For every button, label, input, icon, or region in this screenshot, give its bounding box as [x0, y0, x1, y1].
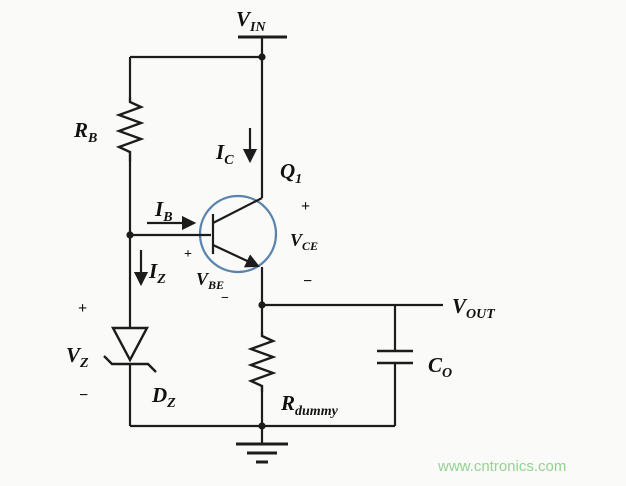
ib-label: IB	[154, 197, 173, 225]
vz-minus-sign: −	[79, 387, 88, 404]
q1-label: Q1	[280, 159, 302, 187]
vz-plus-sign: +	[78, 300, 87, 317]
output-branch: VOUT	[262, 294, 496, 322]
junction-dots	[126, 53, 266, 430]
junction-dot-base	[126, 231, 134, 239]
collector-branch: IC	[215, 57, 264, 198]
ic-label: IC	[215, 140, 234, 168]
junction-dot-ground	[258, 422, 266, 430]
capacitor-branch: CO	[377, 305, 452, 426]
junction-dot-output	[258, 301, 266, 309]
resistor-rdummy	[247, 332, 277, 392]
watermark-text: www.cntronics.com	[437, 458, 566, 475]
transistor-q1: Q1 + VCE − + VBE −	[184, 159, 318, 306]
vbe-label: VBE	[196, 269, 224, 292]
rdummy-label: Rdummy	[280, 391, 339, 419]
rdummy-branch: Rdummy	[247, 305, 339, 426]
rb-branch: RB	[73, 55, 262, 235]
transistor-collector-lead	[212, 197, 263, 224]
zener-diode-triangle	[111, 326, 149, 363]
rb-label: RB	[73, 118, 97, 146]
vbe-minus-sign: −	[221, 291, 229, 306]
vbe-plus-sign: +	[184, 247, 192, 262]
zener-branch: IZ + VZ − DZ	[66, 235, 176, 426]
vce-minus-sign: −	[303, 273, 312, 290]
vce-plus-sign: +	[301, 198, 310, 215]
vin-label: VIN	[236, 7, 266, 35]
vout-label: VOUT	[452, 294, 496, 322]
co-label: CO	[428, 353, 452, 381]
transistor-emitter-lead	[212, 244, 260, 268]
dz-label: DZ	[151, 383, 176, 411]
iz-label: IZ	[148, 259, 166, 287]
base-branch: IB	[130, 197, 211, 237]
vce-label: VCE	[290, 230, 318, 253]
junction-dot-top	[258, 53, 266, 61]
vz-label: VZ	[66, 343, 89, 371]
resistor-rb	[115, 97, 145, 162]
vin-supply: VIN	[236, 7, 287, 57]
